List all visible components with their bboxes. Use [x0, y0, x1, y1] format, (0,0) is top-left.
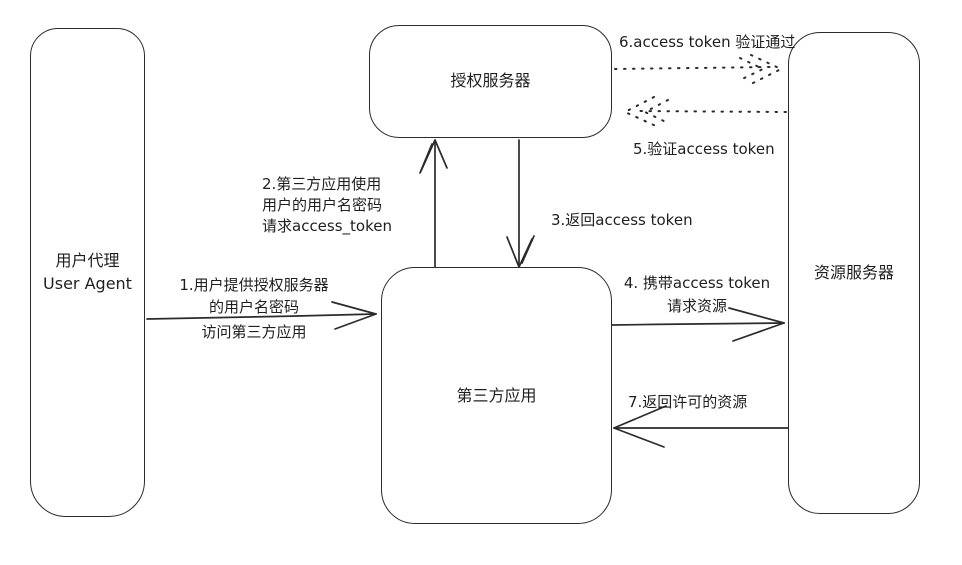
edge-label-step4-line1: 4. 携带access token: [623, 274, 771, 292]
edge-label-step1-line2: 的用户名密码: [208, 298, 299, 316]
edge-label-step6: 6.access token 验证通过: [619, 33, 796, 51]
user-agent-label-cn: 用户代理: [55, 251, 120, 271]
edge-label-step2-line2: 用户的用户名密码: [262, 196, 383, 214]
arrow-step6: [614, 54, 784, 86]
node-resource-server: 资源服务器: [788, 32, 920, 514]
resource-server-label: 资源服务器: [813, 262, 894, 282]
node-third-party-app: 第三方应用: [381, 267, 612, 524]
auth-server-label: 授权服务器: [450, 71, 531, 91]
arrow-step2: [419, 139, 448, 268]
edge-label-step1-line3: 访问第三方应用: [201, 323, 307, 341]
edge-label-step1-line1: 1.用户提供授权服务器: [179, 276, 329, 294]
edge-label-step7: 7.返回许可的资源: [628, 393, 748, 411]
edge-label-step5: 5.验证access token: [633, 140, 775, 158]
arrow-step3: [506, 139, 535, 268]
edge-label-step2-line1: 2.第三方应用使用: [262, 175, 382, 193]
user-agent-label-en: User Agent: [43, 273, 132, 293]
edge-label-step3: 3.返回access token: [551, 211, 693, 229]
node-auth-server: 授权服务器: [369, 25, 612, 138]
node-user-agent: 用户代理 User Agent: [30, 28, 145, 517]
arrow-step5: [622, 96, 787, 127]
edge-label-step2-line3: 请求access_token: [262, 217, 392, 235]
third-party-app-label: 第三方应用: [456, 386, 537, 406]
edge-label-step4-line2: 请求资源: [666, 297, 727, 315]
